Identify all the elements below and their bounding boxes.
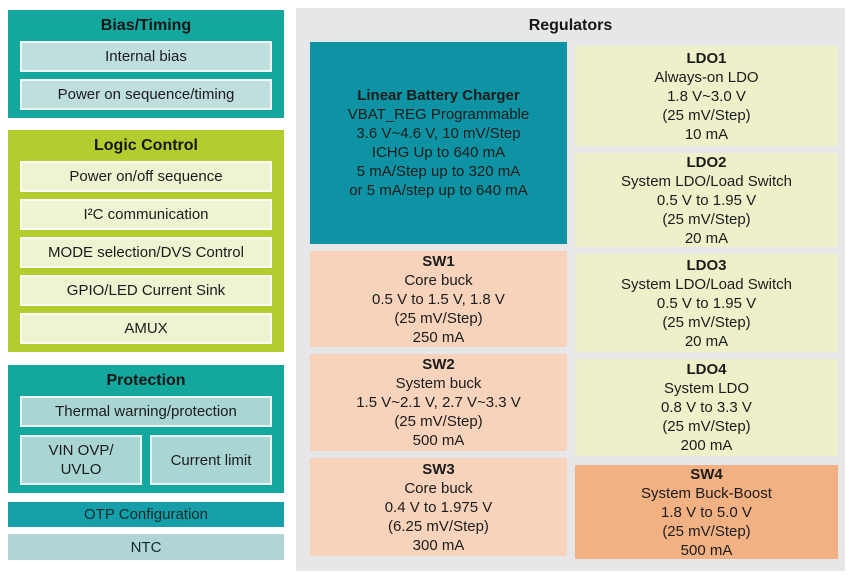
sw2-line: 1.5 V~2.1 V, 2.7 V~3.3 V (356, 394, 521, 411)
bias-timing-title: Bias/Timing (100, 17, 192, 34)
ldo2-title: LDO2 (686, 153, 727, 171)
protection-title: Protection (106, 372, 186, 389)
ldo4-line: 200 mA (680, 437, 733, 454)
sw1-line: Core buck (404, 271, 473, 289)
sw3-line: 300 mA (412, 536, 465, 554)
protection-item-vin-ovp-uvlo: VIN OVP/ UVLO (20, 435, 142, 485)
protection-split-row: VIN OVP/ UVLO Current limit (20, 435, 272, 485)
ldo3-block: LDO3 System LDO/Load Switch 0.5 V to 1.9… (575, 254, 838, 352)
ldo2-line: System LDO/Load Switch (621, 172, 792, 190)
otp-configuration-bar: OTP Configuration (8, 502, 284, 527)
ntc-bar: NTC (8, 534, 284, 560)
charger-line: or 5 mA/step up to 640 mA (349, 182, 528, 199)
sw1-line: (25 mV/Step) (394, 309, 483, 327)
left-column: Bias/Timing Internal bias Power on seque… (8, 10, 284, 560)
regulators-grid: Linear Battery Charger VBAT_REG Programm… (310, 42, 838, 564)
ldo3-title: LDO3 (686, 256, 727, 274)
ldo2-line: (25 mV/Step) (662, 210, 751, 228)
ldo1-title: LDO1 (686, 49, 727, 67)
ldo3-line: System LDO/Load Switch (621, 275, 792, 293)
logic-item-mode-dvs: MODE selection/DVS Control (20, 237, 272, 268)
sw1-line: 250 mA (412, 328, 465, 346)
logic-item-gpio-led: GPIO/LED Current Sink (20, 275, 272, 306)
ldo4-line: 0.8 V to 3.3 V (661, 399, 752, 416)
charger-title: Linear Battery Charger (357, 87, 520, 104)
protection-item-thermal: Thermal warning/protection (20, 396, 272, 427)
bias-item-power-on-sequence: Power on sequence/timing (20, 79, 272, 110)
regulators-panel: Regulators Linear Battery Charger VBAT_R… (296, 8, 845, 571)
ldo3-line: (25 mV/Step) (662, 313, 751, 331)
sw1-title: SW1 (422, 252, 455, 270)
ldo4-line: System LDO (663, 380, 750, 397)
sw3-block: SW3 Core buck 0.4 V to 1.975 V (6.25 mV/… (310, 458, 567, 556)
sw4-block: SW4 System Buck-Boost 1.8 V to 5.0 V (25… (575, 465, 838, 559)
bias-item-internal-bias: Internal bias (20, 41, 272, 72)
sw3-line: Core buck (404, 479, 473, 497)
protection-panel: Protection Thermal warning/protection VI… (8, 365, 284, 493)
ldo1-line: (25 mV/Step) (662, 106, 751, 124)
sw4-line: System Buck-Boost (641, 484, 772, 502)
ldo1-line: 10 mA (684, 125, 729, 143)
charger-line: 5 mA/Step up to 320 mA (356, 163, 521, 180)
logic-item-amux: AMUX (20, 313, 272, 344)
sw4-line: 1.8 V to 5.0 V (661, 503, 752, 521)
sw3-line: (6.25 mV/Step) (388, 517, 489, 535)
ldo2-line: 20 mA (684, 229, 729, 247)
sw1-line: 0.5 V to 1.5 V, 1.8 V (372, 290, 505, 308)
sw4-title: SW4 (690, 465, 723, 483)
charger-line: VBAT_REG Programmable (347, 106, 530, 123)
sw2-line: (25 mV/Step) (394, 413, 483, 430)
regulators-title: Regulators (528, 17, 613, 34)
logic-item-power-onoff: Power on/off sequence (20, 161, 272, 192)
ldo2-line: 0.5 V to 1.95 V (656, 191, 757, 209)
regulators-right-column: LDO1 Always-on LDO 1.8 V~3.0 V (25 mV/St… (575, 42, 838, 564)
ldo4-title: LDO4 (686, 361, 727, 378)
ldo1-block: LDO1 Always-on LDO 1.8 V~3.0 V (25 mV/St… (575, 46, 838, 146)
sw2-block: SW2 System buck 1.5 V~2.1 V, 2.7 V~3.3 V… (310, 354, 567, 451)
linear-battery-charger-block: Linear Battery Charger VBAT_REG Programm… (310, 42, 567, 244)
sw2-title: SW2 (422, 356, 455, 373)
ldo4-block: LDO4 System LDO 0.8 V to 3.3 V (25 mV/St… (575, 359, 838, 456)
logic-control-title: Logic Control (94, 137, 198, 154)
bias-timing-panel: Bias/Timing Internal bias Power on seque… (8, 10, 284, 118)
ldo1-line: 1.8 V~3.0 V (667, 87, 746, 105)
sw3-line: 0.4 V to 1.975 V (384, 498, 493, 516)
logic-item-i2c: I²C communication (20, 199, 272, 230)
ldo3-line: 0.5 V to 1.95 V (656, 294, 757, 312)
ldo4-line: (25 mV/Step) (662, 418, 751, 435)
protection-item-current-limit: Current limit (150, 435, 272, 485)
charger-line: 3.6 V~4.6 V, 10 mV/Step (356, 125, 521, 142)
charger-line: ICHG Up to 640 mA (371, 144, 506, 161)
ldo3-line: 20 mA (684, 332, 729, 350)
ldo1-line: Always-on LDO (654, 68, 759, 86)
sw2-line: 500 mA (412, 432, 465, 449)
ldo2-block: LDO2 System LDO/Load Switch 0.5 V to 1.9… (575, 153, 838, 247)
sw4-line: (25 mV/Step) (662, 522, 751, 540)
regulators-left-column: Linear Battery Charger VBAT_REG Programm… (310, 42, 567, 564)
sw1-block: SW1 Core buck 0.5 V to 1.5 V, 1.8 V (25 … (310, 251, 567, 347)
sw4-line: 500 mA (680, 541, 733, 559)
sw2-line: System buck (395, 375, 482, 392)
logic-control-panel: Logic Control Power on/off sequence I²C … (8, 130, 284, 352)
sw3-title: SW3 (422, 460, 455, 478)
